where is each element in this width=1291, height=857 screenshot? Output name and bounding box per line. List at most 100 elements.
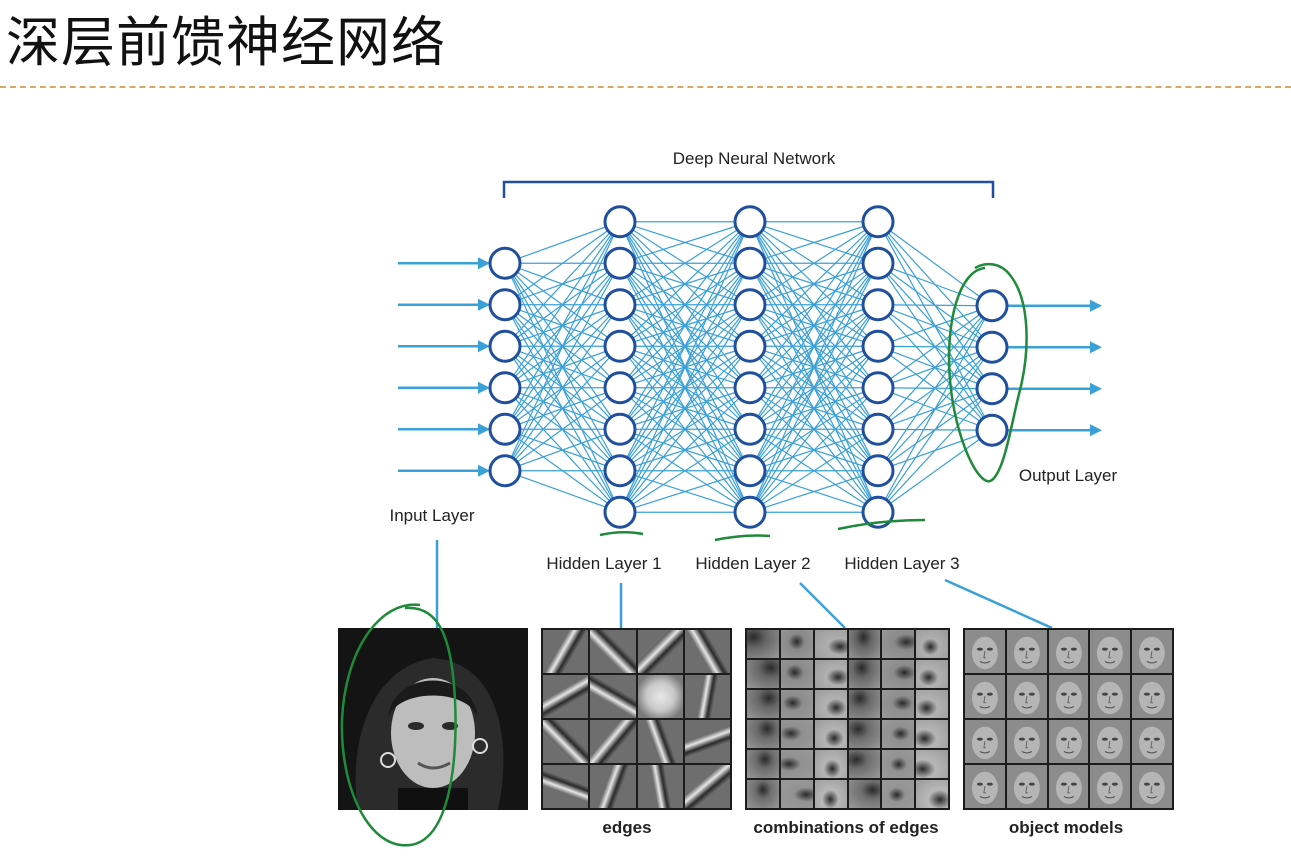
edge xyxy=(619,304,751,513)
neuron xyxy=(733,371,767,405)
edge xyxy=(749,304,879,513)
neuron xyxy=(861,412,895,446)
caption-edges: edges xyxy=(602,818,651,837)
face-model-tile xyxy=(1006,630,1047,673)
edge xyxy=(504,221,621,264)
neuron xyxy=(861,288,895,322)
io-arrows xyxy=(398,257,1102,477)
combo-feature-tile xyxy=(814,630,847,658)
combo-feature-tile xyxy=(747,660,779,688)
neuron xyxy=(861,495,895,529)
caption-object-models: object models xyxy=(1009,818,1123,837)
neuron xyxy=(975,372,1009,406)
combo-feature-tile xyxy=(747,630,779,658)
combo-feature-tile xyxy=(848,750,881,778)
edge xyxy=(504,221,621,389)
neuron xyxy=(603,205,637,239)
edge xyxy=(504,221,621,472)
edge xyxy=(619,221,751,513)
edge-filter-tile xyxy=(637,765,683,808)
face-model-tile xyxy=(1090,675,1131,718)
combo-feature-tile xyxy=(916,780,948,808)
neuron xyxy=(861,205,895,239)
edge-filter-tile xyxy=(590,720,636,763)
network-header: Deep Neural Network xyxy=(673,149,836,168)
edge-filter-tile xyxy=(637,675,683,718)
face-model-tile xyxy=(1132,675,1172,718)
face-model-tile xyxy=(965,675,1005,718)
neuron xyxy=(488,454,522,488)
combo-feature-tile xyxy=(814,660,847,688)
edge xyxy=(877,262,993,307)
combo-feature-tile xyxy=(848,660,881,688)
edge xyxy=(749,387,879,513)
combo-feature-tile xyxy=(916,720,948,748)
neuron xyxy=(603,329,637,363)
combo-feature-tile xyxy=(814,720,847,748)
neuron xyxy=(733,288,767,322)
face-model-tile xyxy=(1090,765,1131,808)
edge xyxy=(749,428,879,513)
face-model-tile xyxy=(1090,630,1131,673)
edge-filter-tile xyxy=(543,720,589,763)
edge xyxy=(877,388,993,513)
combinations-features-panel xyxy=(745,628,950,810)
edge xyxy=(749,221,879,347)
hidden-layer-3-label: Hidden Layer 3 xyxy=(844,554,959,573)
arrow-head xyxy=(478,257,490,270)
neuron xyxy=(488,246,522,280)
connection-edges xyxy=(504,221,993,513)
edge xyxy=(504,428,621,472)
combo-feature-tile xyxy=(780,780,813,808)
edge xyxy=(749,262,879,513)
edge xyxy=(749,221,879,264)
arrow-head xyxy=(478,381,490,394)
arrow-head xyxy=(1090,299,1102,312)
edge xyxy=(619,221,751,389)
edge-filter-tile xyxy=(590,765,636,808)
combo-feature-tile xyxy=(916,750,948,778)
face-model-tile xyxy=(1048,765,1089,808)
edge xyxy=(619,262,751,513)
edge-filter-tile xyxy=(684,675,730,718)
combo-feature-tile xyxy=(882,750,915,778)
neuron xyxy=(603,288,637,322)
arrow-head xyxy=(478,423,490,436)
edge-filter-tile xyxy=(543,675,589,718)
edge-filter-tile xyxy=(543,630,589,673)
arrow-head xyxy=(1090,341,1102,354)
arrow-head xyxy=(1090,424,1102,437)
neuron xyxy=(603,454,637,488)
edge xyxy=(619,387,751,513)
combo-feature-tile xyxy=(747,750,779,778)
neuron xyxy=(733,495,767,529)
edge xyxy=(749,221,879,430)
neuron xyxy=(975,413,1009,447)
combo-feature-tile xyxy=(780,630,813,658)
combo-feature-tile xyxy=(747,780,779,808)
connector-hidden-3 xyxy=(944,578,1053,630)
face-model-tile xyxy=(1006,720,1047,763)
neuron xyxy=(975,330,1009,364)
combo-feature-tile xyxy=(916,630,948,658)
edge xyxy=(877,429,993,513)
network-bracket xyxy=(502,180,995,198)
neuron xyxy=(975,289,1009,323)
edge xyxy=(749,221,879,472)
edge xyxy=(504,387,621,472)
edge xyxy=(504,262,621,472)
combo-feature-tile xyxy=(814,780,847,808)
object-models-panel xyxy=(963,628,1174,810)
face-model-tile xyxy=(1006,765,1047,808)
combo-feature-tile xyxy=(747,720,779,748)
combo-feature-tile xyxy=(916,690,948,718)
edge xyxy=(619,428,751,513)
face-model-tile xyxy=(1006,675,1047,718)
neuron xyxy=(861,329,895,363)
combo-feature-tile xyxy=(848,780,881,808)
edge xyxy=(504,470,621,513)
edge-filter-tile xyxy=(684,720,730,763)
neuron xyxy=(488,329,522,363)
output-layer-label: Output Layer xyxy=(1019,466,1118,485)
face-model-tile xyxy=(1132,720,1172,763)
